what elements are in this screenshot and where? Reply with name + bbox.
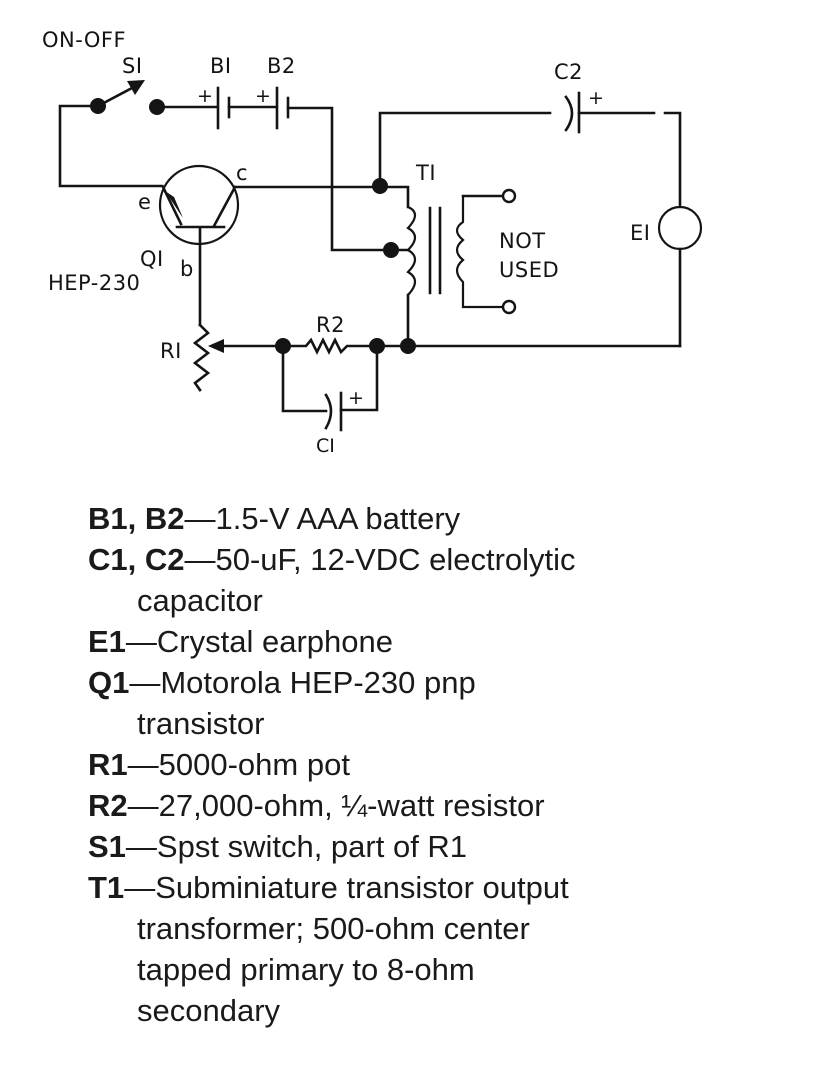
potentiometer-r1 — [192, 323, 285, 392]
not-used-label-2: USED — [499, 258, 559, 282]
emitter-pin-label: e — [138, 190, 151, 214]
b2-plus-label: + — [255, 85, 271, 107]
part-e1: E1—Crystal earphone — [88, 624, 393, 659]
t1-label: TI — [415, 161, 436, 185]
hep-230-label: HEP-230 — [48, 271, 140, 295]
part-r2: R2—27,000-ohm, ¼-watt resistor — [88, 788, 545, 823]
transistor-q1 — [158, 164, 382, 327]
parts-list: B1, B2—1.5-V AAA battery C1, C2—50-uF, 1… — [88, 498, 788, 1031]
c2-label: C2 — [554, 60, 583, 84]
transformer-t1 — [372, 111, 552, 348]
e1-label: EI — [630, 221, 650, 245]
not-used-label-1: NOT — [499, 229, 546, 253]
battery-b1-b2 — [155, 86, 392, 252]
circuit-schematic: ON-OFF SI BI B2 + + C2 + TI NOT USED EI … — [42, 28, 703, 457]
b1-label: BI — [210, 54, 232, 78]
switch-s1 — [58, 80, 165, 188]
on-off-label: ON-OFF — [42, 28, 126, 52]
earphone-e1 — [657, 205, 703, 348]
base-pin-label: b — [180, 257, 194, 281]
collector-pin-label: c — [236, 161, 248, 185]
part-s1: S1—Spst switch, part of R1 — [88, 829, 468, 864]
r2-label: R2 — [316, 313, 345, 337]
r1-label: RI — [160, 339, 182, 363]
part-r1: R1—5000-ohm pot — [88, 747, 350, 782]
capacitor-c1 — [281, 344, 379, 432]
capacitor-c2 — [564, 91, 682, 208]
c1-plus-label: + — [348, 387, 364, 409]
q1-label: QI — [140, 247, 164, 271]
s1-label: SI — [122, 54, 143, 78]
c1-label: CI — [316, 435, 335, 457]
b2-label: B2 — [267, 54, 296, 78]
c2-plus-label: + — [588, 87, 604, 109]
b1-plus-label: + — [197, 85, 213, 107]
part-b1-b2: B1, B2—1.5-V AAA battery — [88, 501, 461, 536]
resistor-r2 — [275, 337, 682, 355]
